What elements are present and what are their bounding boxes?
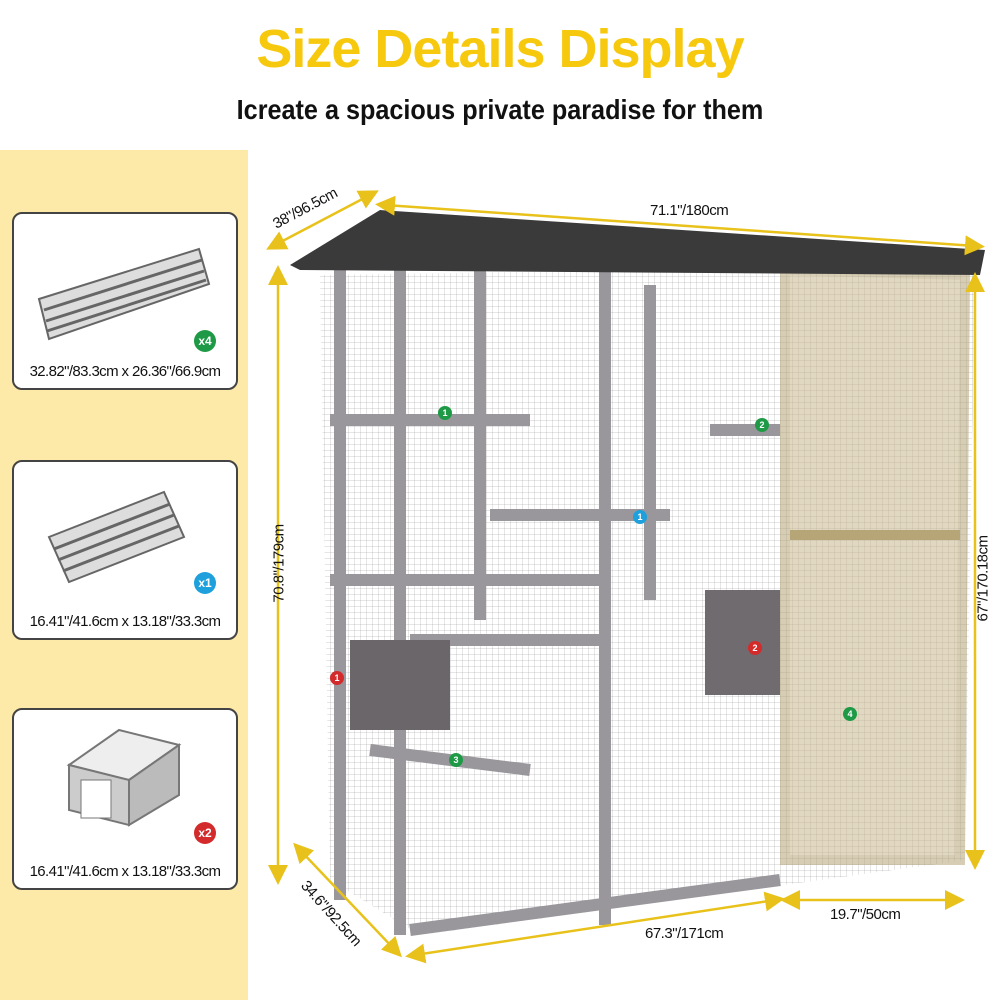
marker-large-platform-2: 2: [755, 418, 769, 432]
part-size: 32.82"/83.3cm x 26.36"/66.9cm: [29, 363, 221, 380]
marker-large-platform-3: 3: [449, 753, 463, 767]
quantity-badge: x2: [194, 822, 216, 844]
marker-large-platform-1: 1: [438, 406, 452, 420]
part-size: 16.41"/41.6cm x 13.18"/33.3cm: [29, 863, 221, 880]
roof-width-label: 71.1"/180cm: [650, 202, 729, 219]
quantity-badge: x4: [194, 330, 216, 352]
part-card-hideout: x2 16.41"/41.6cm x 13.18"/33.3cm: [12, 708, 238, 890]
platform-board-icon: [47, 490, 186, 584]
left-height-label: 70.8"/179cm: [270, 524, 288, 603]
platform-board-icon: [37, 247, 211, 341]
part-card-small-platform: x1 16.41"/41.6cm x 13.18"/33.3cm: [12, 460, 238, 640]
right-height-label: 67"/170.18cm: [974, 535, 992, 622]
subtitle: Icreate a spacious private paradise for …: [236, 94, 764, 125]
part-size: 16.41"/41.6cm x 13.18"/33.3cm: [29, 613, 221, 630]
marker-hideout-2: 2: [748, 641, 762, 655]
marker-large-platform-4: 4: [843, 707, 857, 721]
marker-small-platform-1: 1: [633, 510, 647, 524]
door-width-label: 19.7"/50cm: [830, 906, 901, 923]
hideout-box-icon: [66, 728, 182, 827]
marker-hideout-1: 1: [330, 671, 344, 685]
base-width-label: 67.3"/171cm: [645, 925, 724, 942]
quantity-badge: x1: [194, 572, 216, 594]
page-title: Size Details Display: [256, 19, 744, 79]
part-card-large-platform: x4 32.82"/83.3cm x 26.36"/66.9cm: [12, 212, 238, 390]
